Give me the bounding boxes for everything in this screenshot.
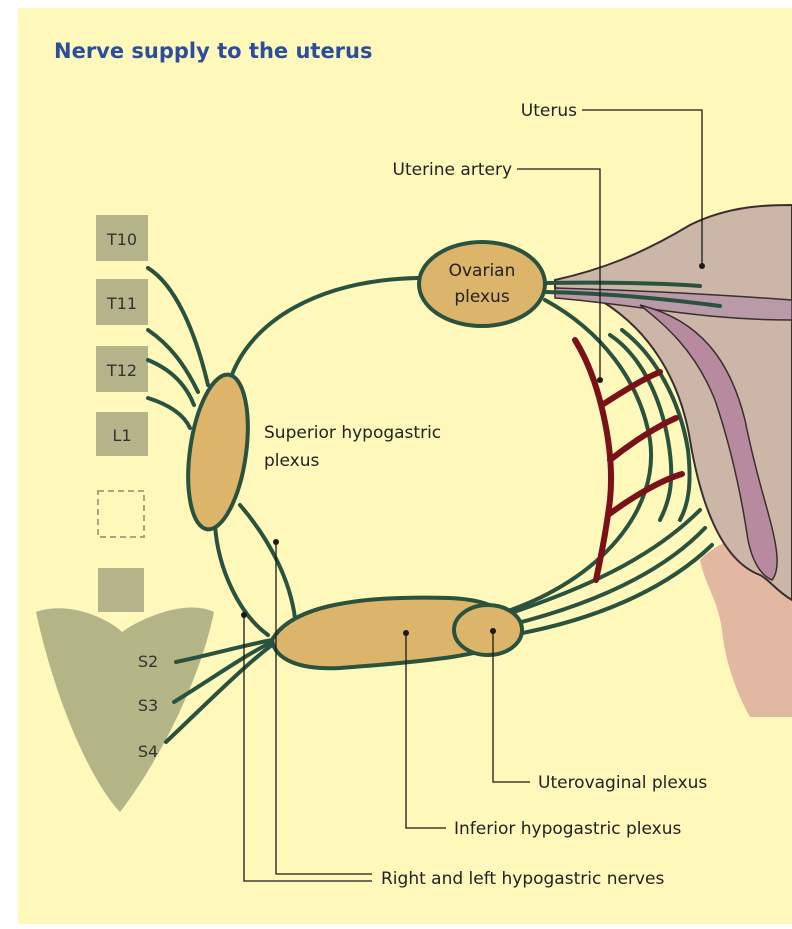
segment-label-t12: T12 [106,361,137,380]
nerve-t12 [148,398,190,428]
inferior-hypogastric-plexus-label: Inferior hypogastric plexus [454,819,681,839]
superior-hypogastric-label-line1: Superior hypogastric [264,423,441,443]
uterus-label: Uterus [521,101,577,121]
segment-label-l1: L1 [112,426,131,445]
spinal-segments: T10 T11 T12 L1 [96,215,148,612]
sacral-label-s2: S2 [138,652,158,671]
uterovaginal-plexus-label: Uterovaginal plexus [538,773,707,793]
uterine-artery-label: Uterine artery [393,160,513,180]
sacral-label-s4: S4 [138,742,158,761]
sacrum [36,607,214,812]
sacral-label-s3: S3 [138,696,158,715]
uterine-artery-main [575,340,611,580]
ovarian-plexus-label-line1: Ovarian [449,261,516,281]
superior-hypogastric-label-line2: plexus [264,451,320,471]
hypogastric-nerve-left [215,525,268,635]
diagram-panel: Nerve supply to the uterus T10 T11 T12 L… [18,8,792,924]
nerve-t11 [148,330,198,392]
nerve-to-ovarian-plexus [230,278,418,380]
ovarian-plexus [419,242,545,326]
segment-label-t10: T10 [106,230,137,249]
nerve-t10 [148,268,208,385]
segment-label-t11: T11 [106,294,137,313]
ovarian-plexus-label-line2: plexus [454,287,510,307]
uterus-leader-dot [699,263,705,269]
hypogastric-nerves-label: Right and left hypogastric nerves [381,869,664,889]
hypogastric-nerve-right [240,505,295,618]
diagram-title: Nerve supply to the uterus [54,39,373,63]
segment-box-sacral-top [98,568,144,612]
uterovaginal-plexus [454,605,522,655]
uterine-artery-leader-dot [597,377,603,383]
segment-box-empty-dashed [98,491,144,537]
nerve-t11b [148,360,194,405]
nerve-supply-diagram: Nerve supply to the uterus T10 T11 T12 L… [18,8,792,924]
